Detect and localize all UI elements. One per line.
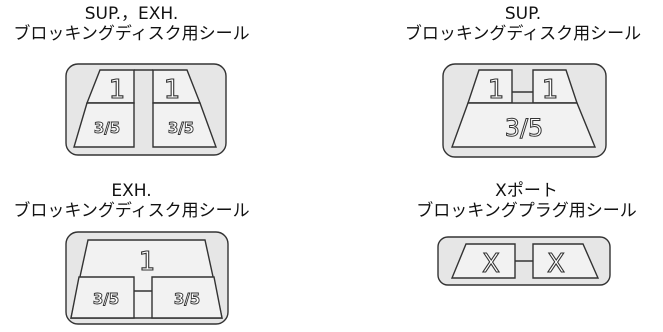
seal-top-left-label-left-top: 1 [109, 75, 126, 105]
seal-top-right: 1 1 3/5 [442, 63, 607, 158]
caption-bottom-left-line1: EXH. [111, 181, 152, 201]
caption-top-right-line1: SUP. [504, 4, 542, 24]
seal-top-left-lower-left [73, 102, 135, 148]
caption-bottom-right: Xポート ブロッキングプラグ用シール [390, 181, 663, 221]
caption-top-left: SUP.，EXH. ブロッキングディスク用シール [0, 4, 263, 44]
seal-top-left-lower-right [152, 102, 217, 148]
seal-bottom-left: 1 3/5 3/5 [65, 231, 229, 325]
seal-bottom-right-label-left: X [482, 249, 500, 279]
seal-bottom-right-right-trapezoid [532, 243, 600, 279]
seal-bottom-right: X X [437, 236, 611, 286]
seal-bottom-left-lower-left [70, 276, 135, 319]
caption-bottom-left: EXH. ブロッキングディスク用シール [0, 181, 263, 221]
caption-bottom-left-line2: ブロッキングディスク用シール [13, 201, 250, 221]
seal-top-right-label-right-top: 1 [542, 75, 559, 105]
seal-top-right-lower [451, 102, 597, 148]
seal-top-right-label-bottom: 3/5 [505, 114, 544, 142]
seal-top-left-label-right-bottom: 3/5 [168, 119, 194, 137]
seal-bottom-right-label-right: X [547, 249, 565, 279]
seal-top-left: 1 1 3/5 3/5 [65, 63, 227, 156]
seal-top-left-label-left-bottom: 3/5 [94, 119, 120, 137]
seal-bottom-left-label-left-bottom: 3/5 [93, 290, 119, 308]
caption-top-left-line1: SUP.，EXH. [84, 4, 179, 24]
seal-top-left-label-right-top: 1 [164, 75, 181, 105]
seal-bottom-left-label-top: 1 [139, 247, 156, 277]
caption-top-left-line2: ブロッキングディスク用シール [13, 24, 250, 44]
caption-bottom-right-line2: ブロッキングプラグ用シール [416, 201, 637, 221]
caption-bottom-right-line1: Xポート [495, 181, 558, 201]
caption-top-right: SUP. ブロッキングディスク用シール [383, 4, 663, 44]
caption-top-right-line2: ブロッキングディスク用シール [404, 24, 642, 44]
seal-bottom-right-left-trapezoid [450, 243, 516, 279]
seal-bottom-left-label-right-bottom: 3/5 [174, 290, 200, 308]
seal-bottom-left-lower-right [151, 276, 223, 319]
seal-top-right-label-left-top: 1 [488, 75, 505, 105]
